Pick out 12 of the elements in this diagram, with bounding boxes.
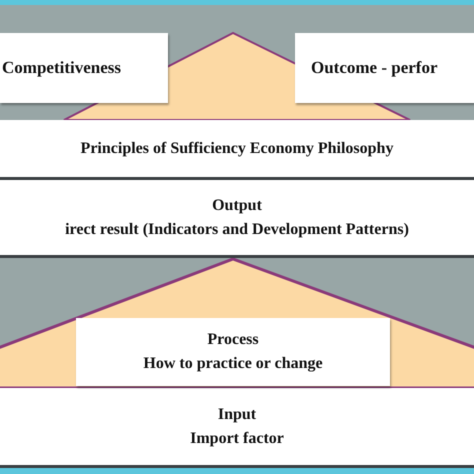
process-box	[76, 318, 390, 386]
heading-text: Output	[212, 196, 262, 216]
label-box	[0, 33, 168, 103]
heading-text: Process	[207, 330, 259, 350]
body-text: irect result (Indicators and Development Patterns)	[65, 220, 409, 240]
heading-text: Input	[218, 405, 256, 425]
label-box	[295, 33, 474, 103]
body-text: Principles of Sufficiency Economy Philosophy	[80, 138, 394, 158]
body-text: Outcome - perfor	[311, 57, 438, 80]
body-text: Import factor	[190, 429, 284, 449]
body-text: Competitiveness	[2, 57, 121, 80]
body-text: How to practice or change	[143, 354, 323, 374]
